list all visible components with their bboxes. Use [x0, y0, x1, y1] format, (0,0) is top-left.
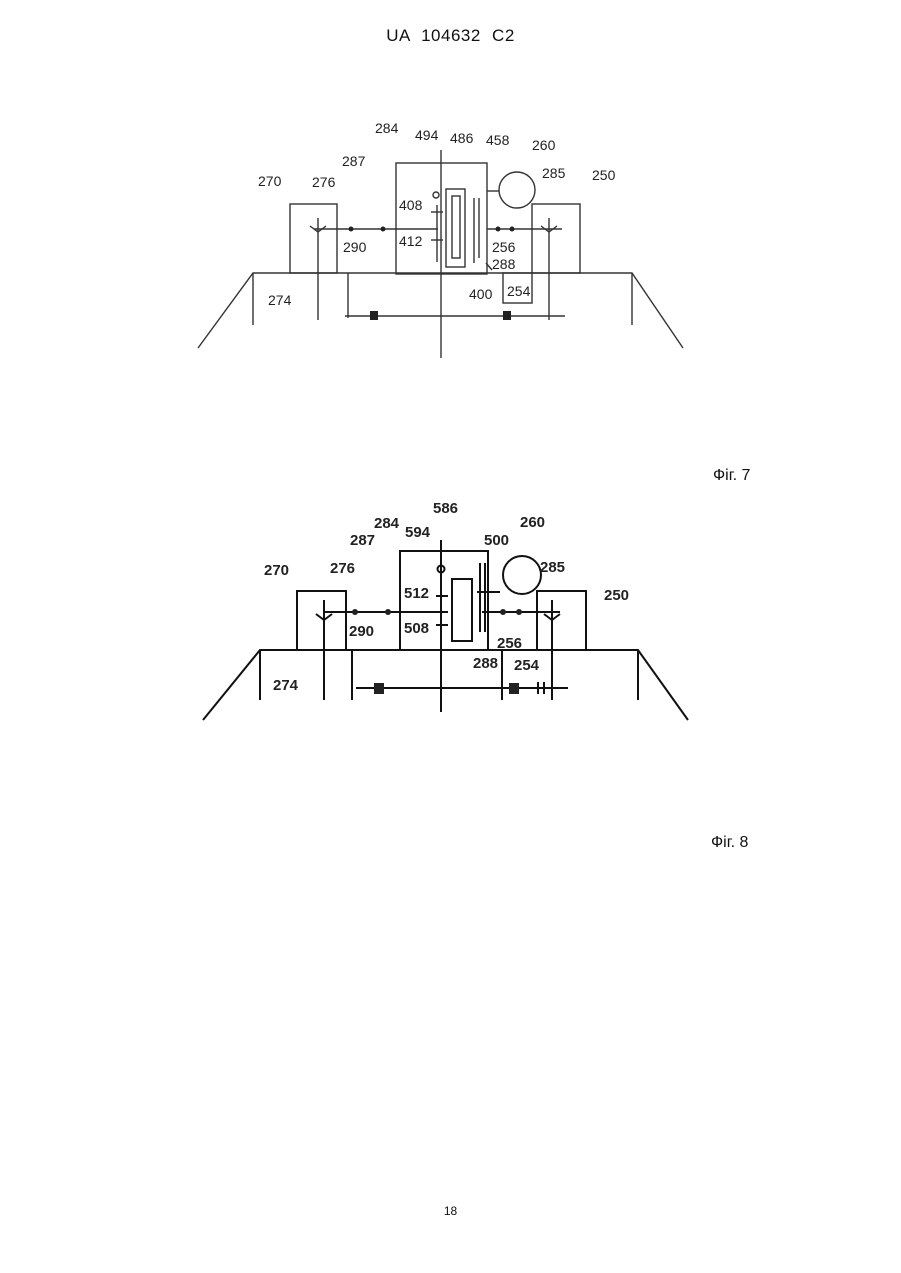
figure-8-caption: Фіг. 8: [711, 834, 748, 852]
label-276: 276: [330, 560, 355, 577]
label-586: 586: [433, 500, 458, 517]
label-254: 254: [514, 657, 540, 674]
page-number: 18: [0, 1204, 901, 1218]
label-287: 287: [350, 532, 375, 549]
label-512: 512: [404, 585, 429, 602]
label-284: 284: [374, 515, 400, 532]
label-260: 260: [520, 514, 545, 531]
label-274: 274: [273, 677, 299, 694]
label-500: 500: [484, 532, 509, 549]
label-290: 290: [349, 623, 374, 640]
label-256: 256: [497, 635, 522, 652]
label-250: 250: [604, 587, 629, 604]
label-285: 285: [540, 559, 565, 576]
right-motor-housing: [537, 591, 586, 650]
label-508: 508: [404, 620, 429, 637]
label-288: 288: [473, 655, 498, 672]
differential: [436, 563, 500, 644]
label-270: 270: [264, 562, 289, 579]
label-594: 594: [405, 524, 431, 541]
left-motor-housing: [297, 591, 346, 650]
motor-circle: [503, 556, 541, 594]
